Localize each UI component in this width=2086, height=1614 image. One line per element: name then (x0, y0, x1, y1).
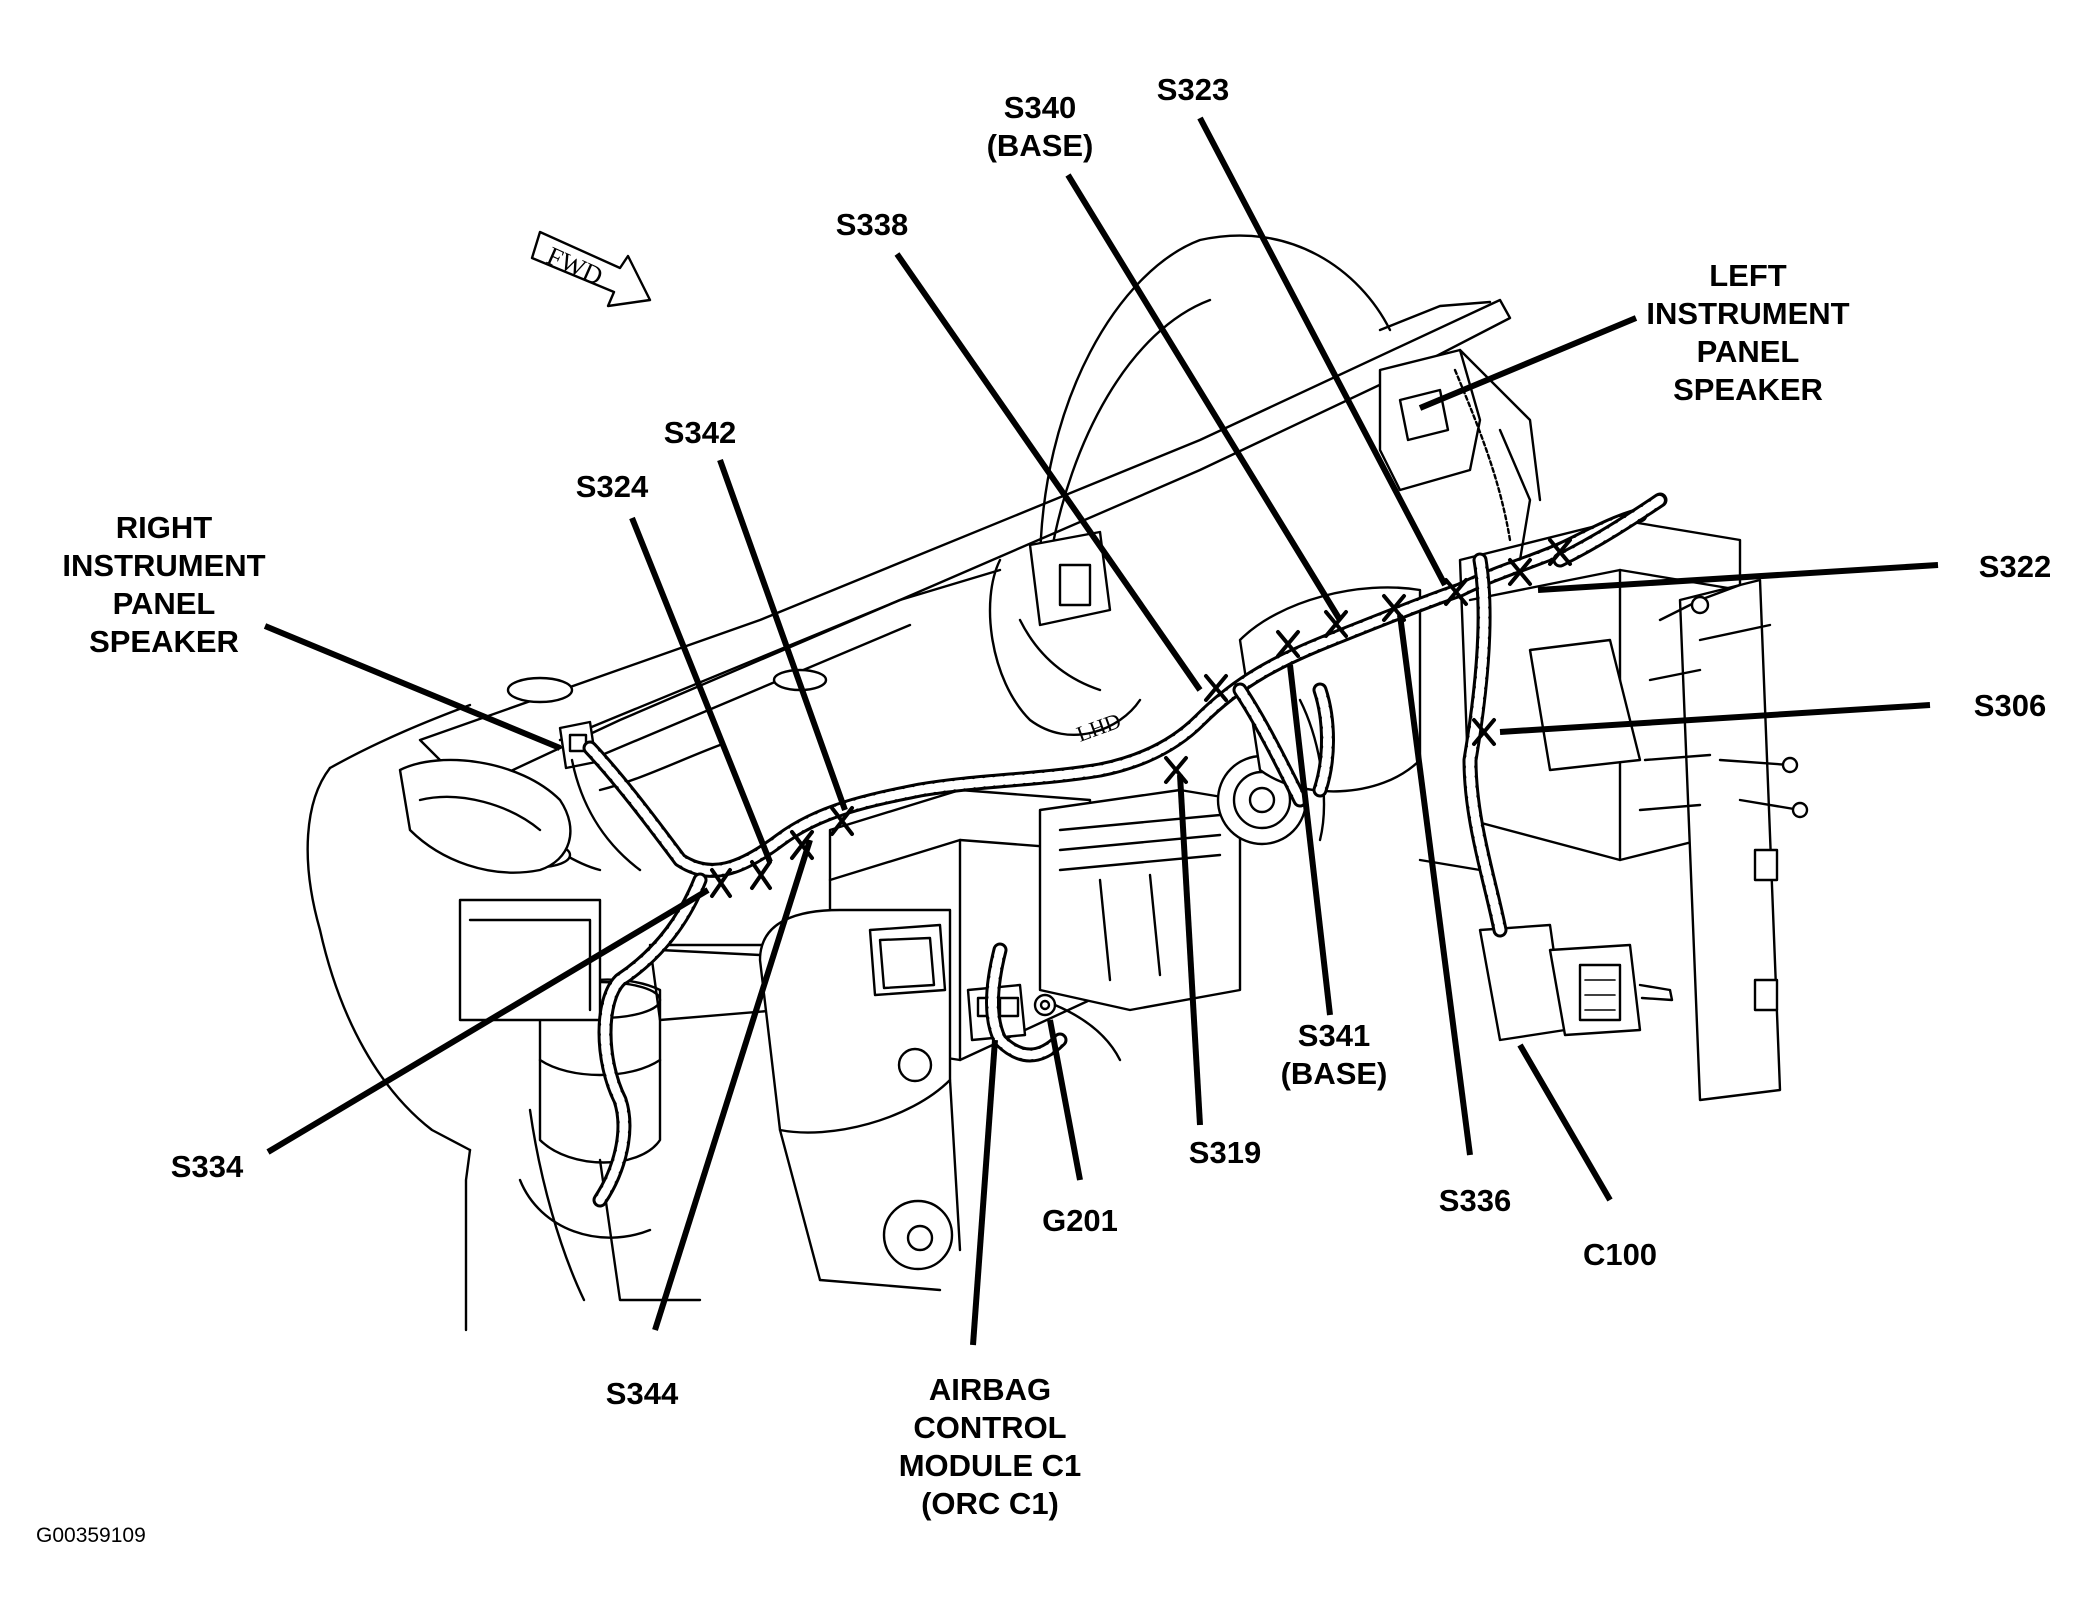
callout-s340-line-2: (BASE) (987, 128, 1094, 163)
callout-g201: G201 (1042, 1203, 1118, 1238)
callout-c100: C100 (1583, 1237, 1657, 1272)
instrument-panel-drawing (306, 234, 1809, 1332)
callout-s340-line-1: S340 (1004, 90, 1076, 125)
callout-left-speaker-line-1: LEFT (1709, 258, 1787, 293)
splice-markers (710, 538, 1572, 898)
callout-right-speaker-line-3: PANEL (113, 586, 216, 621)
callout-s306: S306 (1974, 688, 2046, 723)
callout-s322: S322 (1979, 549, 2051, 584)
callout-right-speaker-line-2: INSTRUMENT (62, 548, 265, 583)
diagram-code: G00359109 (36, 1524, 146, 1547)
fwd-arrow-icon: FWD (530, 230, 652, 308)
callout-s342: S342 (664, 415, 736, 450)
callout-airbag-line-1: AIRBAG (929, 1372, 1051, 1407)
callout-s344: S344 (606, 1376, 679, 1411)
callout-right-speaker-line-1: RIGHT (116, 510, 213, 545)
callout-s334: S334 (171, 1149, 244, 1184)
callout-left-speaker-line-4: SPEAKER (1673, 372, 1823, 407)
callout-airbag-line-3: MODULE C1 (899, 1448, 1082, 1483)
callout-right-speaker-line-4: SPEAKER (89, 624, 239, 659)
leader-lines (263, 116, 1939, 1346)
callout-airbag: AIRBAG CONTROL MODULE C1 (ORC C1) (899, 1372, 1082, 1521)
callout-right-speaker: RIGHT INSTRUMENT PANEL SPEAKER (62, 510, 265, 659)
callout-s336: S336 (1439, 1183, 1511, 1218)
callout-airbag-line-2: CONTROL (913, 1410, 1066, 1445)
callout-left-speaker-line-3: PANEL (1697, 334, 1800, 369)
callout-left-speaker-line-2: INSTRUMENT (1646, 296, 1849, 331)
callout-s323: S323 (1157, 72, 1229, 107)
callout-s324: S324 (576, 469, 649, 504)
callout-left-speaker: LEFT INSTRUMENT PANEL SPEAKER (1646, 258, 1849, 407)
callout-s338: S338 (836, 207, 908, 242)
callout-airbag-line-4: (ORC C1) (921, 1486, 1059, 1521)
lhd-label: LHD (1073, 708, 1124, 747)
callout-s341-line-2: (BASE) (1281, 1056, 1388, 1091)
callout-s341: S341 (BASE) (1281, 1018, 1388, 1091)
callout-s341-line-1: S341 (1298, 1018, 1370, 1053)
wire-harness (570, 368, 1668, 1208)
callout-s340: S340 (BASE) (987, 90, 1094, 163)
callout-s319: S319 (1189, 1135, 1261, 1170)
